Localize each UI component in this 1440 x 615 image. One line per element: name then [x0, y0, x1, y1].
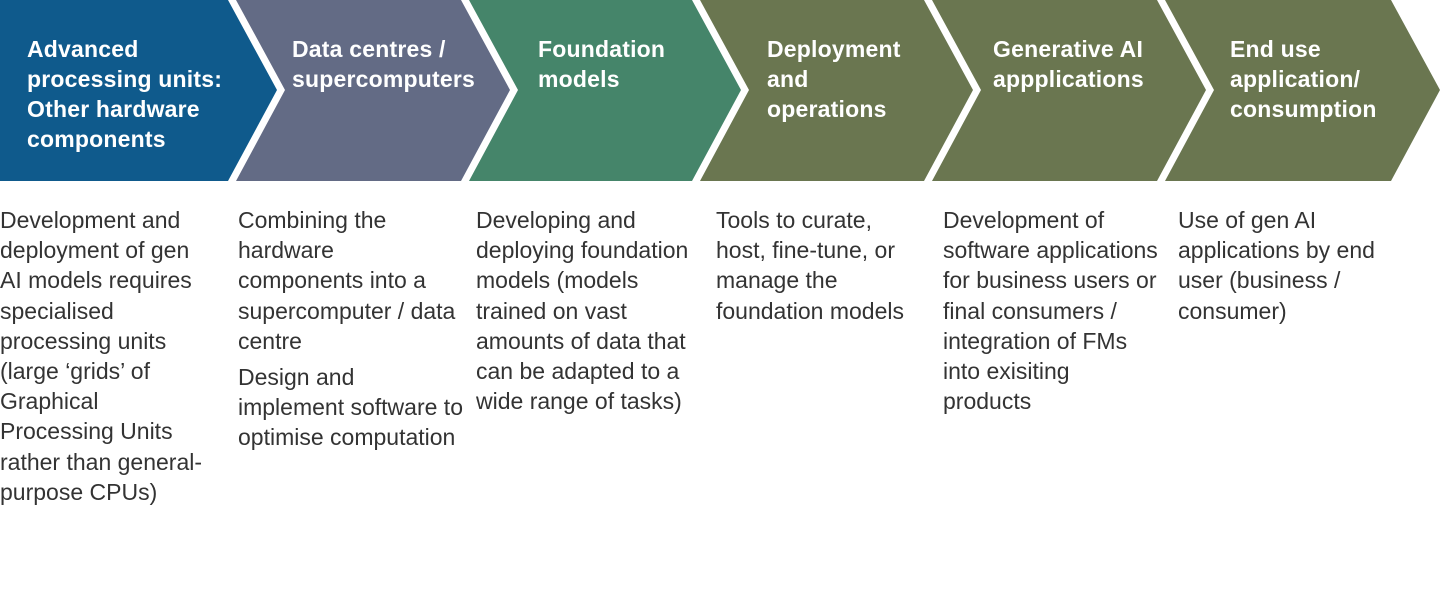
chevron-1: [0, 0, 277, 181]
chevron-5: [932, 0, 1206, 181]
stage-description: Combining the hardware components into a…: [238, 205, 463, 459]
stage-title: Deployment and operations: [767, 36, 901, 122]
stage-title: Foundation models: [538, 36, 666, 92]
description-text: Combining the hardware components into a…: [238, 207, 456, 354]
description-text: Use of gen AI applications by end user (…: [1178, 207, 1375, 324]
description-text: Development of software applications for…: [943, 207, 1158, 415]
stage-description: Developing and deploying foundation mode…: [476, 205, 701, 422]
description-text: Developing and deploying foundation mode…: [476, 207, 689, 415]
chevron-3: [469, 0, 741, 181]
description-text: Development and deployment of gen AI mod…: [0, 207, 203, 505]
stage-description: Development and deployment of gen AI mod…: [0, 205, 205, 513]
description-text: Tools to curate, host, fine-tune, or man…: [716, 207, 904, 324]
chevron-6: [1165, 0, 1440, 181]
chevron-2: [236, 0, 510, 181]
stage-title: Data centres / supercomputers: [292, 36, 476, 92]
stage-title: End use application/ consumption: [1230, 36, 1377, 122]
stage-description: Use of gen AI applications by end user (…: [1178, 205, 1408, 332]
value-chain-chevrons: [0, 0, 1440, 181]
chevron-4: [700, 0, 973, 181]
stage-title: Generative AI appplications: [993, 36, 1144, 92]
description-text: Design and implement software to optimis…: [238, 364, 463, 451]
stage-description: Development of software applications for…: [943, 205, 1158, 422]
stage-description: Tools to curate, host, fine-tune, or man…: [716, 205, 906, 332]
stage-title: Advanced processing units: Other hardwar…: [27, 36, 223, 152]
